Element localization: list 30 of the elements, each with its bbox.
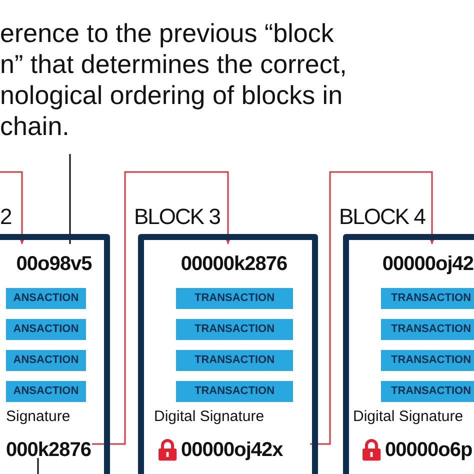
signature-hash: 00000oj42x xyxy=(181,438,283,463)
block-title: BLOCK 4 xyxy=(339,203,425,231)
signature-hash: 000k2876 xyxy=(6,438,91,463)
signature-label: Digital Signature xyxy=(353,407,464,427)
transaction-bar: TRANSACTION xyxy=(381,350,474,371)
block-title: BLOCK 3 xyxy=(134,203,220,231)
transaction-bar: ANSACTION xyxy=(6,381,86,402)
block-title: 2 xyxy=(0,203,12,231)
transaction-bar: TRANSACTION xyxy=(381,381,474,402)
transaction-bar: TRANSACTION xyxy=(176,288,293,309)
hash-text: 00000k2876 xyxy=(180,252,288,277)
transaction-bar: TRANSACTION xyxy=(176,381,293,402)
transaction-bar: ANSACTION xyxy=(6,288,86,309)
hash-text: 00o98v5 xyxy=(16,252,92,277)
signature-hash: 00000o6p xyxy=(385,438,472,463)
leader-line xyxy=(69,154,71,244)
connector-arrow xyxy=(310,171,436,445)
leader-line xyxy=(37,458,39,474)
transaction-bar: TRANSACTION xyxy=(381,288,474,309)
annotation-text: erence to the previous “block n” that determines the correct, nological ordering of blocks in chain. xyxy=(0,18,348,142)
signature-label: Signature xyxy=(6,407,70,427)
connector-arrow xyxy=(92,171,232,445)
hash-text: 00000oj42 xyxy=(382,252,474,277)
transaction-bar: ANSACTION xyxy=(6,350,86,371)
transaction-bar: TRANSACTION xyxy=(381,319,474,340)
signature-label: Digital Signature xyxy=(154,407,264,427)
transaction-bar: TRANSACTION xyxy=(176,319,293,340)
connector-arrow xyxy=(0,171,26,244)
transaction-bar: TRANSACTION xyxy=(176,350,293,371)
transaction-bar: ANSACTION xyxy=(6,319,86,340)
